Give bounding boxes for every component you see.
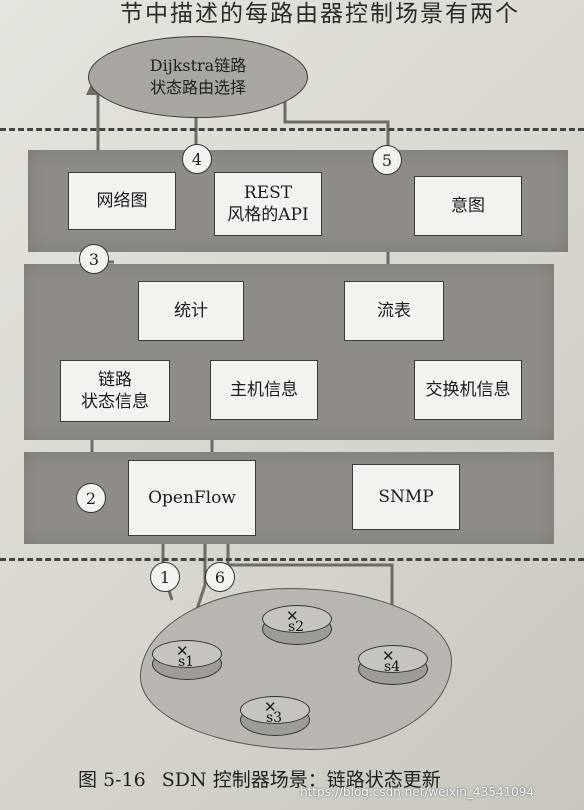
router-s2-label: s2 <box>287 619 305 635</box>
intent-box: 意图 <box>414 176 522 236</box>
step-2-marker: 2 <box>76 483 106 513</box>
figure-number: 图 5-16 <box>78 769 146 791</box>
router-s2: ✕ s2 <box>262 605 332 645</box>
network-graph-box: 网络图 <box>68 172 176 230</box>
southbound-layer <box>24 452 554 544</box>
router-s4: ✕ s4 <box>358 645 428 685</box>
step-6-marker: 6 <box>205 562 235 592</box>
switch-icon: ✕ <box>382 647 395 665</box>
statistics-box: 统计 <box>138 281 244 341</box>
step-1-marker: 1 <box>150 562 180 592</box>
switch-icon: ✕ <box>286 607 299 625</box>
step-5-marker: 5 <box>372 145 402 175</box>
rest-api-box: REST 风格的API <box>214 172 322 236</box>
step-4-marker: 4 <box>182 144 212 174</box>
switch-icon: ✕ <box>264 698 277 716</box>
dashed-divider-top <box>0 128 584 131</box>
watermark-url: https://blog.csdn.net/weixin_43541094 <box>300 785 535 799</box>
switch-icon: ✕ <box>176 642 189 660</box>
flow-table-box: 流表 <box>344 281 444 341</box>
link-state-info-box: 链路 状态信息 <box>60 360 170 422</box>
openflow-box: OpenFlow <box>128 460 256 536</box>
router-s4-label: s4 <box>383 659 401 675</box>
header-text: 节中描述的每路由器控制场景有两个 <box>120 1 520 27</box>
step-3-marker: 3 <box>79 244 109 274</box>
router-s3-label: s3 <box>265 710 283 726</box>
snmp-box: SNMP <box>352 464 460 530</box>
figure-caption: 图 5-16 SDN 控制器场景：链路状态更新 <box>78 765 441 792</box>
host-info-box: 主机信息 <box>210 360 318 420</box>
router-s1-label: s1 <box>177 654 195 670</box>
router-s3: ✕ s3 <box>240 696 310 736</box>
dijkstra-routing-app: Dijkstra链路 状态路由选择 <box>88 36 308 118</box>
switch-info-box: 交换机信息 <box>414 360 522 420</box>
router-s1: ✕ s1 <box>152 640 222 680</box>
figure-title: SDN 控制器场景：链路状态更新 <box>161 769 441 791</box>
dashed-divider-bottom <box>0 558 584 561</box>
